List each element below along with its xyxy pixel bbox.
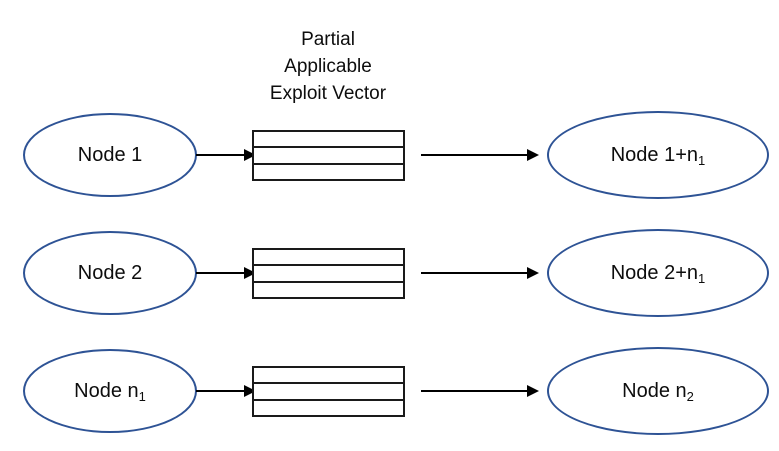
exploit-vector-box-1[interactable] xyxy=(252,130,405,181)
target-node-2-label: Node 2+n1 xyxy=(610,262,706,286)
target-node-1[interactable]: Node 1+n1 xyxy=(547,111,769,199)
target-node-1-label: Node 1+n1 xyxy=(610,144,706,168)
exploit-vector-caption: Partial Applicable Exploit Vector xyxy=(226,26,430,107)
source-node-2-label: Node 2 xyxy=(77,262,143,284)
target-node-3[interactable]: Node n2 xyxy=(547,347,769,435)
source-node-1[interactable]: Node 1 xyxy=(23,113,197,197)
arrow-vector-to-target-3 xyxy=(421,385,539,397)
source-node-3[interactable]: Node n1 xyxy=(23,349,197,433)
exploit-vector-box-2[interactable] xyxy=(252,248,405,299)
arrow-vector-to-target-2 xyxy=(421,267,539,279)
caption-line-1: Partial xyxy=(301,29,355,50)
exploit-vector-cell xyxy=(254,368,403,385)
arrow-source-to-vector-2 xyxy=(196,267,256,279)
caption-line-2: Applicable xyxy=(284,56,372,77)
arrow-source-to-vector-3 xyxy=(196,385,256,397)
source-node-1-label: Node 1 xyxy=(77,144,143,166)
exploit-vector-box-3[interactable] xyxy=(252,366,405,417)
exploit-vector-cell xyxy=(254,250,403,267)
arrow-vector-to-target-1 xyxy=(421,149,539,161)
exploit-vector-cell xyxy=(254,283,403,297)
target-node-2[interactable]: Node 2+n1 xyxy=(547,229,769,317)
arrow-source-to-vector-1 xyxy=(196,149,256,161)
exploit-vector-cell xyxy=(254,148,403,165)
exploit-vector-cell xyxy=(254,132,403,149)
caption-line-3: Exploit Vector xyxy=(269,83,387,104)
target-node-3-label: Node n2 xyxy=(622,380,694,404)
exploit-vector-cell xyxy=(254,266,403,283)
source-node-3-label: Node n1 xyxy=(74,380,146,404)
source-node-2[interactable]: Node 2 xyxy=(23,231,197,315)
exploit-vector-cell xyxy=(254,384,403,401)
exploit-vector-cell xyxy=(254,165,403,179)
exploit-vector-cell xyxy=(254,401,403,415)
